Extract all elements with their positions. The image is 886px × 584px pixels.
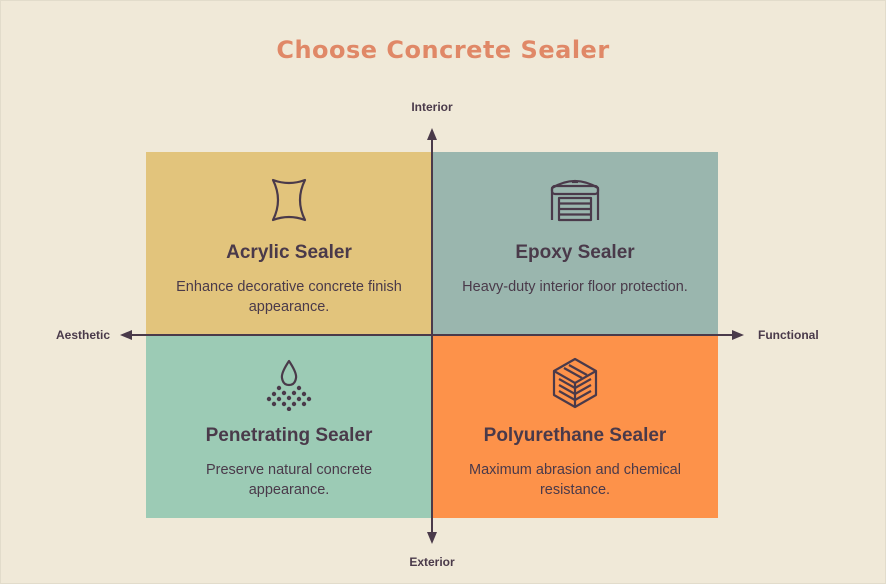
- droplet-spray-icon: [266, 359, 312, 411]
- axis-arrow-down-icon: [427, 532, 437, 544]
- horizontal-axis: [120, 330, 744, 340]
- quadrant-title: Penetrating Sealer: [205, 425, 373, 446]
- axis-arrow-up-icon: [427, 128, 437, 140]
- quadrant-description: Maximum abrasion and chemical resistance…: [469, 462, 681, 498]
- axis-arrow-right-icon: [732, 330, 744, 340]
- axis-label-aesthetic: Aesthetic: [56, 328, 111, 342]
- quadrant-acrylic: Acrylic Sealer Enhance decorative concre…: [146, 152, 432, 335]
- axis-label-functional: Functional: [758, 328, 819, 342]
- axis-label-interior: Interior: [411, 100, 453, 114]
- acrylic-sheet-icon: [271, 178, 307, 222]
- axis-arrow-left-icon: [120, 330, 132, 340]
- garage-door-icon: [550, 179, 600, 222]
- quadrant-title: Acrylic Sealer: [226, 242, 352, 263]
- wood-block-icon: [552, 357, 598, 409]
- quadrant-penetrating: Penetrating Sealer Preserve natural conc…: [146, 335, 432, 518]
- axis-label-exterior: Exterior: [409, 555, 455, 569]
- quadrant-title: Polyurethane Sealer: [483, 425, 667, 446]
- quadrant-title: Epoxy Sealer: [515, 242, 635, 263]
- quadrant-description: Enhance decorative concrete finish appea…: [176, 279, 402, 315]
- quadrant-polyurethane: Polyurethane Sealer Maximum abrasion and…: [432, 335, 718, 518]
- quadrant-description: Heavy-duty interior floor protection.: [462, 279, 688, 295]
- quadrant-epoxy: Epoxy Sealer Heavy-duty interior floor p…: [432, 152, 718, 335]
- diagram-title: Choose Concrete Sealer: [276, 36, 610, 64]
- quadrant-description: Preserve natural concrete appearance.: [205, 462, 373, 498]
- vertical-axis: [427, 128, 437, 544]
